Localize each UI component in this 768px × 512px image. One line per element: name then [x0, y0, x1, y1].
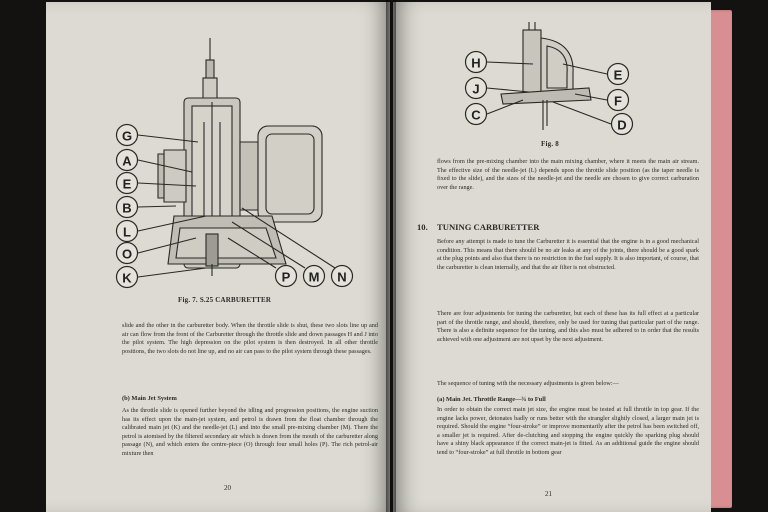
main-jet-system-heading: (b) Main Jet System — [122, 395, 177, 402]
callout-n: N — [337, 270, 346, 285]
throttle-slide-diagram: H J C E F D — [464, 22, 634, 136]
figure-8-caption: Fig. 8 — [541, 140, 559, 148]
callout-j: J — [472, 82, 479, 97]
right-paragraph-4: The sequence of tuning with the necessar… — [437, 380, 619, 387]
callout-b: B — [122, 201, 131, 216]
page-number-left: 20 — [224, 484, 231, 492]
right-paragraph-5: In order to obtain the correct main jet … — [437, 406, 699, 456]
section-number: 10. — [417, 222, 428, 232]
callout-e-right: E — [614, 68, 623, 83]
callout-e: E — [123, 177, 132, 192]
section-title: TUNING CARBURETTER — [437, 222, 540, 232]
callout-h: H — [471, 56, 480, 71]
left-paragraph-1: slide and the other in the carburetter b… — [122, 322, 378, 355]
right-paragraph-3: There are four adjustments for tuning th… — [437, 310, 699, 343]
callout-l: L — [123, 225, 131, 240]
callout-m: M — [309, 270, 320, 285]
page-number-right: 21 — [545, 490, 552, 498]
callout-a: A — [122, 154, 132, 169]
left-paragraph-2: As the throttle slide is opened further … — [122, 407, 378, 457]
callout-c: C — [471, 108, 481, 123]
callout-g: G — [122, 129, 132, 144]
callout-f: F — [614, 94, 622, 109]
right-paragraph-2: Before any attempt is made to tune the C… — [437, 238, 699, 271]
callout-p: P — [282, 270, 291, 285]
carburetter-diagram: G A E B L O K P M N — [115, 38, 354, 289]
callout-o: O — [122, 247, 132, 262]
callout-d: D — [617, 118, 626, 133]
main-jet-heading: (a) Main Jet. Throttle Range—¾ to Full — [437, 396, 546, 403]
right-paragraph-1: flows from the pre-mixing chamber into t… — [437, 158, 699, 191]
figure-7-caption: Fig. 7. S.25 CARBURETTER — [178, 296, 272, 304]
right-page: H J C E F D Fig. 8 flows from the pre-mi… — [393, 2, 711, 512]
callout-k: K — [122, 271, 132, 286]
book-gutter — [386, 0, 396, 512]
left-page: G A E B L O K P M N Fig. 7. S.25 CARBURE… — [46, 2, 390, 512]
